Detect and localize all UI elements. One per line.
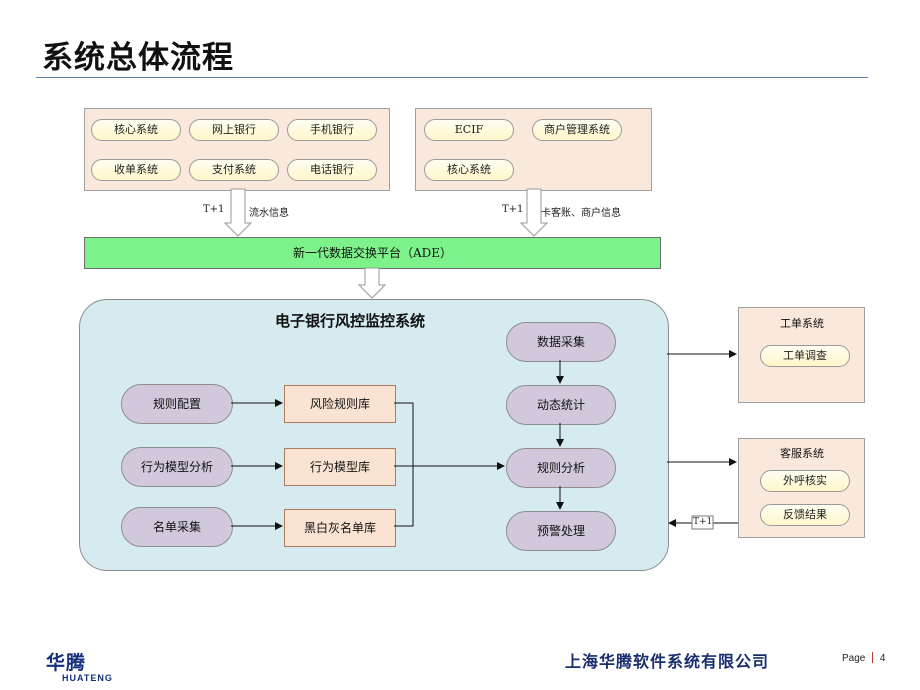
right-flow-label: 卡客账、商户信息: [541, 208, 621, 219]
footer-company-name: 上海华腾软件系统有限公司: [565, 652, 770, 671]
service-system-title: 客服系统: [780, 447, 824, 460]
ticket-investigation: 工单调查: [760, 345, 850, 367]
feedback-period-label: T+1: [693, 517, 713, 527]
title-divider: [36, 77, 868, 78]
source-online-banking: 网上银行: [189, 119, 279, 141]
left-source-to-ade-arrow: [223, 188, 253, 237]
logo-cn-text: 华腾: [46, 652, 87, 674]
source-core-system-2: 核心系统: [424, 159, 514, 181]
page-number: 4: [879, 653, 886, 664]
input-behavior-model-analysis: 行为模型分析: [121, 447, 233, 487]
feedback-period-box: [691, 515, 714, 530]
ade-to-system-arrow: [357, 267, 387, 299]
right-source-to-ade-arrow: [519, 188, 549, 237]
feedback-result: 反馈结果: [760, 504, 850, 526]
huateng-logo: 华腾 HUATENG: [46, 648, 113, 683]
source-merchant-management: 商户管理系统: [532, 119, 622, 141]
source-mobile-banking: 手机银行: [287, 119, 377, 141]
risk-control-system-title: 电子银行风控监控系统: [275, 312, 426, 330]
source-acquiring-system: 收单系统: [91, 159, 181, 181]
service-system-panel: 客服系统 外呼核实 反馈结果: [738, 438, 865, 538]
ticket-system-panel: 工单系统 工单调查: [738, 307, 865, 403]
outbound-call-verification: 外呼核实: [760, 470, 850, 492]
source-ecif: ECIF: [424, 119, 514, 141]
left-source-panel: 核心系统 网上银行 手机银行 收单系统 支付系统 电话银行: [84, 108, 390, 191]
footer-page-indicator: Page 4: [842, 652, 885, 664]
page-separator: [872, 652, 874, 663]
right-flow-period: T+1: [502, 204, 524, 215]
left-flow-period: T+1: [203, 204, 225, 215]
left-flow-label: 流水信息: [249, 208, 289, 219]
pipeline-alert-handling: 预警处理: [506, 511, 616, 551]
input-list-collection: 名单采集: [121, 507, 233, 547]
source-phone-banking: 电话银行: [287, 159, 377, 181]
pipeline-data-collection: 数据采集: [506, 322, 616, 362]
library-black-white-gray-list: 黑白灰名单库: [284, 509, 396, 547]
page-label: Page: [842, 653, 866, 664]
right-source-panel: ECIF 商户管理系统 核心系统: [415, 108, 652, 191]
ade-platform-bar: 新一代数据交换平台（ADE）: [84, 237, 661, 269]
source-core-system: 核心系统: [91, 119, 181, 141]
library-behavior-models: 行为模型库: [284, 448, 396, 486]
library-risk-rules: 风险规则库: [284, 385, 396, 423]
ticket-system-title: 工单系统: [780, 317, 824, 330]
page-title: 系统总体流程: [42, 40, 234, 76]
logo-en-text: HUATENG: [62, 673, 113, 683]
pipeline-rule-analysis: 规则分析: [506, 448, 616, 488]
source-payment-system: 支付系统: [189, 159, 279, 181]
risk-rules-merge-line: [394, 402, 414, 527]
pipeline-dynamic-statistics: 动态统计: [506, 385, 616, 425]
input-rule-config: 规则配置: [121, 384, 233, 424]
